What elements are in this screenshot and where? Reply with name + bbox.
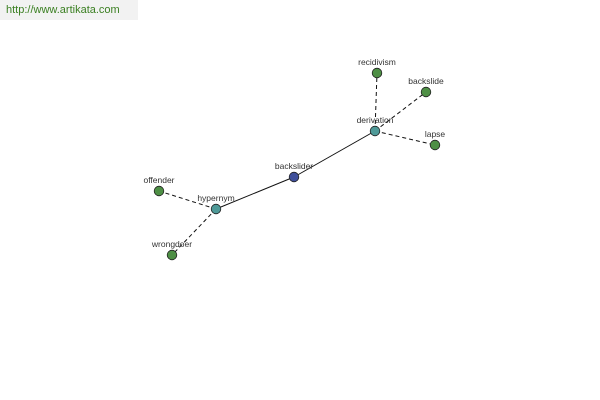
edge-derivation-lapse xyxy=(374,130,436,146)
node-backslide[interactable] xyxy=(420,86,432,98)
label-recidivism: recidivism xyxy=(358,57,396,67)
node-offender[interactable] xyxy=(153,185,165,197)
label-derivation: derivation xyxy=(357,115,394,125)
node-hypernym[interactable] xyxy=(210,203,222,215)
node-backslider[interactable] xyxy=(288,171,300,183)
label-backslide: backslide xyxy=(408,76,444,86)
label-lapse: lapse xyxy=(425,129,446,139)
labels-layer: backslider hypernym offender wrongdoer deriv… xyxy=(143,57,445,249)
label-wrongdoer: wrongdoer xyxy=(151,239,192,249)
node-derivation[interactable] xyxy=(369,125,381,137)
node-wrongdoer[interactable] xyxy=(166,249,178,261)
edges-layer xyxy=(158,72,436,256)
edge-hypernym-wrongdoer xyxy=(171,208,217,256)
edge-derivation-backslide xyxy=(374,91,427,132)
nodes-layer xyxy=(153,67,441,261)
label-hypernym: hypernym xyxy=(197,193,234,203)
source-url-link[interactable]: http://www.artikata.com xyxy=(0,0,138,20)
node-lapse[interactable] xyxy=(429,139,441,151)
label-backslider: backslider xyxy=(275,161,313,171)
edge-hypernym-offender xyxy=(158,190,217,210)
edge-backslider-derivation xyxy=(293,130,376,178)
edge-derivation-recidivism xyxy=(374,72,378,132)
edge-backslider-hypernym xyxy=(215,176,295,210)
node-recidivism[interactable] xyxy=(371,67,383,79)
label-offender: offender xyxy=(143,175,174,185)
